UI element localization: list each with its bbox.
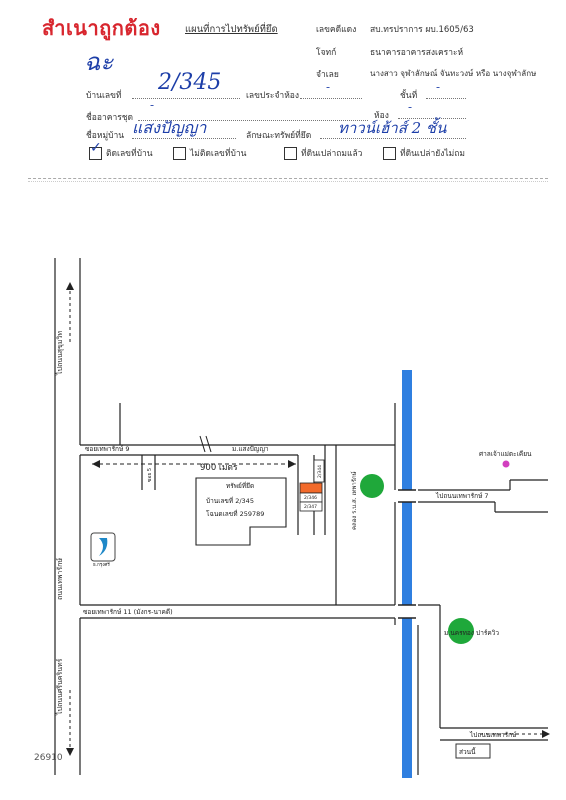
label-property-house: บ้านเลขที่ 2/345 [206,496,254,505]
id-label: เลขประจำห้อง [246,91,300,101]
plaintiff-value: ธนาคารอาคารสงเคราะห์ [370,48,464,58]
arrow-right-head [542,730,550,738]
type-value: ทาวน์เฮ้าส์ 2 ชั้น [338,119,447,137]
label-lot-a: 2/344 [317,465,323,478]
canal-middle [402,502,412,605]
checkbox-3[interactable] [284,147,297,160]
village-label: ชื่อหมู่บ้าน [86,131,125,141]
building-line [138,120,368,121]
room-label: ห้อง [374,111,389,121]
checkbox-4[interactable] [383,147,396,160]
break-mark-b [205,435,212,453]
handwritten-initial: ฉะ [84,48,114,76]
park-tree-icon [448,618,474,644]
label-bank: ธ.กรุงศรี [93,562,110,568]
checkbox-label-4: ที่ดินเปล่ายังไม่ถม [400,149,465,159]
canal-top [402,370,412,490]
page-badge-text: ส่วนนี้ [459,747,476,756]
building-value: - [150,98,155,112]
separator-line [28,178,548,182]
label-canal: คลอง ร.บ.ส. เทพารักษ์ [350,471,358,530]
house-no-line [132,98,240,99]
defendant-label: จำเลย [316,70,339,80]
room-line [398,118,466,119]
village-value: แสงปัญญา [132,118,207,137]
page-number: 26910 [34,753,63,763]
label-lot-b: 2/346 [304,495,317,501]
document-title: แผนที่การไปทรัพย์ที่ยึด [185,24,278,35]
house-no-label: บ้านเลขที่ [86,91,122,101]
bank-logo-mark [99,538,108,556]
label-distance: 900 เมตร [200,463,238,473]
checkbox-label-1: ติดเลขที่บ้าน [106,149,153,159]
label-shrine: ศาลเจ้าแม่ตะเคียน [479,450,532,458]
tree-icon [360,474,384,498]
case-label: เลขคดีแดง [316,25,357,35]
property-lot-highlight [299,482,323,494]
checkbox-2[interactable] [173,147,186,160]
label-lot-c: 2/347 [304,504,317,510]
property-info-box [195,477,287,546]
id-value: - [326,80,331,94]
distance-arrow-right [288,460,296,468]
break-mark-a [199,435,206,453]
label-property-deed: โฉนดเลขที่ 259789 [206,509,264,518]
checkbox-1[interactable] [89,147,102,160]
floor-line [426,98,466,99]
label-saengpanya: ม.แสงปัญญา [232,445,269,453]
id-line [300,98,362,99]
label-to-theparak: ไปถนนเทพารักษ์ [469,731,517,739]
house-no-value: 2/345 [158,70,222,95]
floor-value: - [436,80,441,94]
checkbox-label-2: ไม่ติดเลขที่บ้าน [190,149,247,159]
village-line [132,138,236,139]
distance-arrow-left [92,460,100,468]
checkmark-icon: ✓ [90,140,102,156]
type-label: ลักษณะทรัพย์ที่ยึด [246,131,312,141]
lot-2-344 [313,459,325,483]
label-soi9: ซอยเทพารักษ์ 9 [85,445,129,453]
type-line [320,138,466,139]
copy-stamp: สำเนาถูกต้อง [42,16,161,40]
label-theparak-main: ถนนเทพารักษ์ [56,558,64,600]
label-soi-small: ซอย 5 [147,468,153,482]
label-park: ม.นครทอง ปาร์ควิว [444,629,499,637]
arrow-down-head [66,748,74,756]
canal-bottom [402,618,412,778]
shrine-marker-icon [502,460,510,468]
page-badge [455,743,491,759]
defendant-value: นางสาว จุฬาลักษณ์ จันทะวงษ์ หรือ นางจุฬา… [370,69,537,78]
label-property-title: ทรัพย์ที่ยึด [226,481,254,490]
floor-label: ชั้นที่ [400,91,418,101]
arrow-up-head [66,282,74,290]
label-soi11: ซอยเทพารักษ์ 11 (มังกร-นาคดี) [83,608,173,616]
building-label: ชื่ออาคารชุด [86,113,134,123]
room-value: - [408,100,413,114]
label-sukhumvit: ไปถนนสุขุมวิท [55,331,64,376]
label-srinakarin: ไปถนนศรีนครินทร์ [55,658,64,716]
label-to-theparak7: ไปถนนเทพารักษ์ 7 [435,492,489,500]
case-value: สบ.ทรปราการ ผบ.1605/63 [370,25,474,35]
lot-2-347 [299,501,323,512]
checkbox-label-3: ที่ดินเปล่าถมแล้ว [301,149,363,159]
plaintiff-label: โจทก์ [316,48,337,58]
